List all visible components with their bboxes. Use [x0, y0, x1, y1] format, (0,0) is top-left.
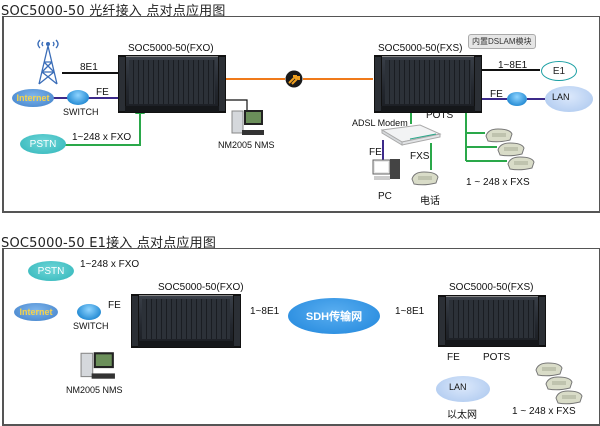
fxo-device-label: SOC5000-50(FXO) [128, 43, 214, 54]
fiber-converter-icon [285, 70, 303, 88]
fe-left-label: FE [96, 87, 109, 98]
telephone-icon [555, 390, 583, 405]
fxo-device-label: SOC5000-50(FXO) [158, 282, 244, 293]
diagram1-title: SOC5000-50 光纤接入 点对点应用图 [1, 4, 226, 19]
telephone-icon [507, 156, 535, 171]
fxs-device [374, 55, 482, 113]
e1-cloud-label: E1 [552, 65, 566, 77]
sdh-cloud: SDH传输网 [288, 298, 380, 334]
internet-cloud: Internet [14, 303, 58, 321]
telephone-icon [485, 128, 513, 143]
fxs-count-label: 1 ~ 248 x FXS [512, 406, 576, 417]
pc-label: PC [378, 191, 392, 202]
pstn-link-label: 1~248 x FXO [80, 259, 140, 270]
adsl-modem-icon [380, 124, 442, 146]
nms-computer-icon [80, 352, 115, 379]
link-fxo-nms [224, 99, 248, 112]
nms-label: NM2005 NMS [66, 385, 123, 395]
fe-label: FE [447, 352, 460, 363]
pots-label: POTS [426, 110, 454, 121]
sdh-label: SDH传输网 [305, 311, 363, 323]
fe-pc-label: FE [369, 147, 382, 158]
telephone-icon [497, 142, 525, 157]
pstn-cloud: PSTN [28, 261, 74, 281]
pstn-label: PSTN [37, 265, 65, 277]
telephone-icon [411, 171, 439, 186]
fe-left-label: FE [108, 300, 121, 311]
fxo-device [118, 55, 226, 113]
fxs-count-label: 1 ~ 248 x FXS [466, 177, 530, 188]
dslam-callout-text: 内置DSLAM模块 [472, 37, 532, 46]
telephone-icon [535, 362, 563, 377]
pstn-cloud: PSTN [20, 134, 66, 154]
fe-right-label: FE [490, 89, 503, 100]
link-pstn-fxo [62, 112, 141, 146]
dslam-callout: 内置DSLAM模块 [468, 34, 536, 49]
lan-cloud [545, 86, 593, 112]
telephone-icon [545, 376, 573, 391]
internet-label: Internet [19, 307, 53, 317]
lan-label: LAN [449, 382, 467, 392]
fxs-device-label: SOC5000-50(FXS) [449, 282, 534, 293]
pc-icon [372, 159, 400, 180]
switch-icon [77, 304, 101, 320]
fxs-device-label: SOC5000-50(FXS) [378, 43, 463, 54]
link-right-label: 1~8E1 [395, 306, 425, 317]
e1-cloud: E1 [541, 61, 577, 81]
e1-link-label: 1~8E1 [498, 60, 528, 71]
internet-label: Internet [16, 93, 50, 103]
lan-cloud [436, 376, 490, 402]
link-left-label: 1~8E1 [250, 306, 280, 317]
phone-label: 电话 [420, 196, 440, 207]
switch-label: SWITCH [73, 321, 109, 331]
tower-link-label: 8E1 [80, 62, 98, 73]
switch-label: SWITCH [63, 107, 99, 117]
nms-computer-icon [231, 110, 264, 135]
diagram2-title: SOC5000-50 E1接入 点对点应用图 [1, 236, 217, 251]
switch-icon [67, 90, 89, 105]
fxs-device [438, 295, 546, 347]
pstn-label: PSTN [29, 138, 57, 150]
fxs-label: FXS [410, 151, 430, 162]
nms-label: NM2005 NMS [218, 140, 275, 150]
lan-label: LAN [552, 92, 570, 102]
pstn-link-label: 1~248 x FXO [72, 132, 132, 143]
fxo-device [131, 294, 241, 348]
adsl-modem-label: ADSL Modem [352, 118, 408, 128]
router-icon [507, 92, 527, 106]
radio-tower-icon [37, 39, 59, 85]
internet-cloud: Internet [12, 89, 54, 107]
pots-label: POTS [483, 352, 511, 363]
ethernet-label: 以太网 [447, 410, 477, 421]
